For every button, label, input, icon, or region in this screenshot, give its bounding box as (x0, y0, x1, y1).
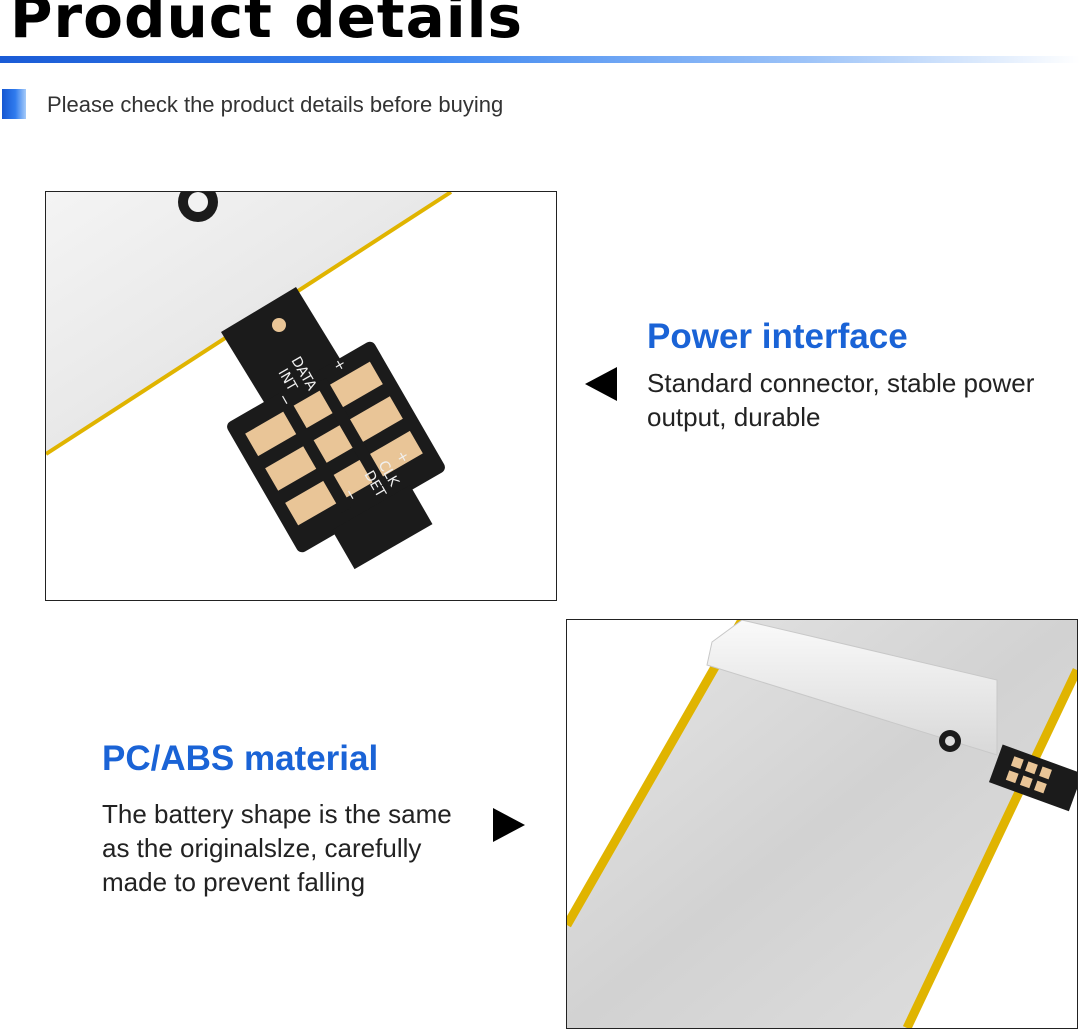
subtitle-marker (2, 89, 26, 119)
connector-illustration: DATA INT + − CLK DET + − (46, 192, 453, 570)
battery-mount-hole (945, 736, 955, 746)
battery-connector-tab (988, 744, 1077, 812)
battery-top-strip (706, 620, 998, 756)
arrow-right-icon (493, 808, 525, 842)
feature-text-pc-abs-material: The battery shape is the same as the ori… (102, 799, 452, 897)
battery-gold-edge-left (567, 620, 746, 928)
battery-gold-edge-right (902, 668, 1077, 1028)
feature-text-power-interface: Standard connector, stable power output,… (647, 368, 1035, 432)
feature-heading-power-interface: Power interface (647, 317, 908, 356)
battery-illustration (567, 620, 1077, 1028)
page-subtitle: Please check the product details before … (47, 92, 504, 117)
connector-block (227, 341, 445, 570)
feature-heading-pc-abs-material: PC/ABS material (102, 739, 379, 778)
flex-pad-dot (272, 318, 286, 332)
battery-photo (566, 619, 1078, 1029)
page-title: Product details (10, 0, 524, 51)
arrow-left-icon (585, 367, 617, 401)
mounting-hole (188, 192, 208, 212)
connector-photo: DATA INT + − CLK DET + − (45, 191, 557, 601)
title-gradient-underline (0, 56, 1080, 63)
